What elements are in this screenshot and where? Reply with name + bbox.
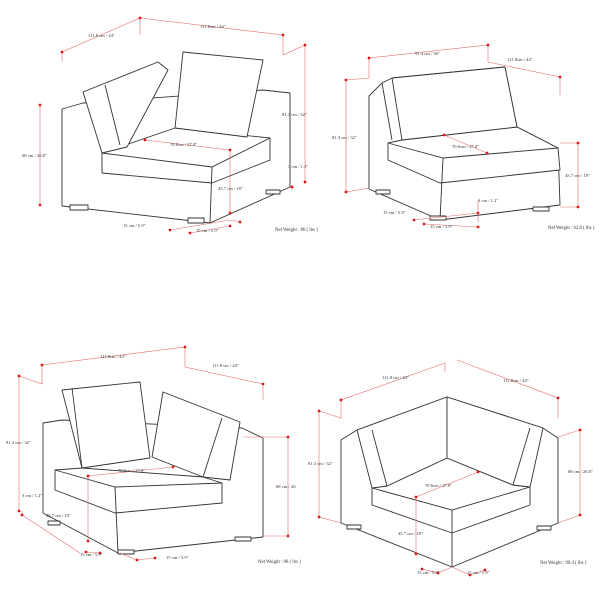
chair-drawing bbox=[61, 51, 291, 224]
leg-b-label: 15 cm / 5.9" bbox=[196, 228, 219, 233]
net-weight: Net Weight : 86 ( lbs ) bbox=[258, 560, 301, 565]
chair-drawing bbox=[42, 381, 264, 555]
dimension-lines bbox=[317, 359, 582, 577]
arm-height-label: 68 cm / 26.8" bbox=[22, 153, 47, 158]
seat-depth-label: 70.6cm / 27.8" bbox=[452, 144, 479, 149]
seat-height-label: 45.7 cm / 18" bbox=[46, 513, 71, 518]
net-weight: Net Weight : 62.8 ( lbs ) bbox=[548, 226, 595, 231]
width-label: 111.8cm / 44" bbox=[100, 354, 126, 359]
seat-depth-label: 70.6cm / 27.8" bbox=[425, 483, 452, 488]
net-weight: Net Weight : 86 ( lbs ) bbox=[275, 228, 318, 233]
dimension-lines bbox=[344, 43, 580, 229]
depth-label: 111.8cm / 44" bbox=[507, 57, 533, 62]
seat-depth-label: 70.6cm / 27.8" bbox=[118, 468, 145, 473]
width-label: 111.8cm / 44" bbox=[503, 378, 529, 383]
leg-b-label: 15 cm / 5.9" bbox=[166, 555, 189, 560]
leg-a-label: 15 cm / 5.9" bbox=[80, 552, 103, 557]
seat-depth-label: 70.6cm / 27.8" bbox=[170, 142, 197, 147]
leg-a-label: 15 cm / 5.9" bbox=[123, 223, 146, 228]
height-label: 81.3 cm / 32" bbox=[332, 135, 357, 140]
depth-label: 111.8 cm / 44" bbox=[212, 363, 239, 368]
leg-a-label: 15 cm / 5.9" bbox=[417, 570, 440, 575]
width-label: 111.8cm / 44" bbox=[200, 24, 226, 29]
seat-height-label: 45.7 cm / 18" bbox=[565, 173, 590, 178]
leg-height-label: 3 cm / 1.2" bbox=[478, 198, 498, 203]
arm-height-label: 68 cm / 26. bbox=[276, 484, 297, 489]
height-label: 81.3 cm / 32" bbox=[282, 112, 307, 117]
chair-drawing bbox=[340, 396, 559, 568]
width-label: 91.4 cm / 36" bbox=[415, 51, 440, 56]
view-left-arm-chair: 111.8 cm / 44" 111.8cm / 44" 81.3 cm / 3… bbox=[22, 16, 318, 235]
view-armless-chair: 91.4 cm / 36" 111.8cm / 44" 81.3 cm / 32… bbox=[332, 43, 595, 231]
dimension-lines bbox=[38, 16, 307, 235]
arm-height-label: 68 cm / 26.8" bbox=[568, 469, 593, 474]
height-label: 81.3 cm / 32" bbox=[6, 440, 31, 445]
depth-label: 111.8 cm / 44" bbox=[382, 375, 409, 380]
leg-height-label: 3 cm / 1.2" bbox=[22, 493, 42, 498]
seat-height-label: 45.7 cm / 18" bbox=[398, 531, 423, 536]
seat-height-label: 45.7 cm / 18" bbox=[218, 186, 243, 191]
height-label: 81.3 cm / 32" bbox=[308, 461, 333, 466]
leg-b-label: 15 cm / 5.9" bbox=[430, 224, 453, 229]
leg-a-label: 15 cm / 5.9" bbox=[383, 210, 406, 215]
depth-label: 111.8 cm / 44" bbox=[88, 33, 115, 38]
leg-b-label: 15 cm / 5.9" bbox=[467, 570, 490, 575]
leg-height-label: 3 cm / 1.2" bbox=[288, 164, 308, 169]
dimension-lines bbox=[17, 345, 290, 562]
net-weight: Net Weight : 90.4 ( lbs ) bbox=[540, 561, 587, 566]
view-corner-chair: 111.8 cm / 44" 111.8cm / 44" 81.3 cm / 3… bbox=[308, 359, 593, 577]
view-right-arm-chair: 111.8cm / 44" 111.8 cm / 44" 81.3 cm / 3… bbox=[6, 345, 301, 565]
